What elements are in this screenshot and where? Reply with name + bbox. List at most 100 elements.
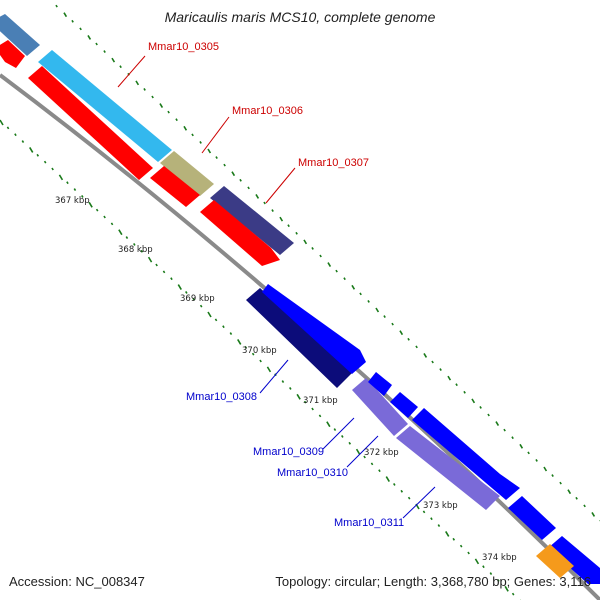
- gc-dot: [415, 345, 418, 349]
- gc-dot: [437, 524, 441, 527]
- gc-dot: [511, 436, 514, 440]
- gc-dot: [271, 209, 274, 212]
- gene-mmar10-0305-forward: [38, 50, 172, 162]
- gc-dot: [327, 262, 332, 267]
- gene-mmar10-0308-forward: [246, 288, 353, 388]
- tick-label-372: 372 kbp: [364, 448, 399, 458]
- gc-dot: [111, 57, 116, 63]
- gc-dot: [367, 300, 370, 303]
- tick-label-368: 368 kbp: [118, 245, 153, 255]
- gc-dot: [125, 236, 129, 239]
- gc-dot: [244, 345, 248, 349]
- gc-dot: [103, 215, 106, 219]
- gc-dot: [407, 337, 410, 341]
- gc-dot: [343, 277, 346, 281]
- gc-dot: [378, 469, 381, 473]
- gc-dot: [281, 380, 285, 383]
- gc-dot: [567, 489, 572, 495]
- gc-dot: [167, 110, 170, 114]
- tick-label-367: 367 kbp: [55, 196, 90, 206]
- gc-dot: [455, 383, 458, 387]
- gc-dot: [497, 579, 500, 582]
- gc-dot: [255, 194, 260, 199]
- gc-dot: [407, 496, 411, 500]
- gc-dot: [495, 421, 500, 426]
- gene-mmar10-0310-forward: [396, 426, 500, 510]
- gc-dot: [482, 565, 485, 569]
- gc-dot: [223, 163, 226, 167]
- gc-dot: [471, 398, 476, 404]
- gc-dot: [63, 12, 68, 18]
- gc-dot: [192, 297, 196, 301]
- gc-dot: [504, 585, 509, 592]
- gc-dot: [58, 174, 64, 181]
- pointer-mmar10-0307: [265, 167, 296, 204]
- gc-dot: [87, 35, 92, 40]
- gc-dot: [430, 517, 433, 521]
- gc-dot: [474, 558, 480, 565]
- tick-label-370: 370 kbp: [242, 346, 277, 356]
- gene-mmar10-0311-inner: [412, 408, 520, 500]
- gc-dot: [370, 462, 374, 466]
- gc-dot: [439, 368, 442, 371]
- gc-dot: [535, 459, 538, 462]
- gc-dot: [375, 307, 380, 313]
- pointer-mmar10-0311: [402, 486, 436, 519]
- gc-dot: [110, 222, 114, 226]
- gc-dot: [73, 188, 77, 191]
- gene-mmar10-0307-inner: [200, 200, 280, 266]
- gene-mmar10-0309-forward: [352, 378, 408, 436]
- gene-mmar10-0304-inner: [0, 40, 25, 68]
- gc-dot: [66, 181, 69, 185]
- gc-dot: [36, 153, 40, 157]
- gc-dot: [447, 375, 452, 381]
- gc-dot: [6, 126, 10, 130]
- gc-dot: [29, 147, 34, 153]
- gene-mmar10-0306-inner: [150, 166, 200, 207]
- gene-mmar10-0308-inner: [262, 284, 366, 374]
- gc-dot: [519, 443, 524, 449]
- gc-dot: [95, 42, 98, 46]
- gc-dot: [319, 254, 322, 258]
- gc-dot: [385, 476, 390, 482]
- gc-dot: [348, 441, 352, 445]
- gc-dot: [88, 201, 93, 208]
- gc-dot: [263, 201, 266, 205]
- gc-dot: [155, 263, 158, 267]
- gc-dot: [351, 284, 356, 290]
- gc-dot: [147, 256, 153, 263]
- gc-dot: [467, 551, 470, 555]
- gene-label-mmar10-0311: Mmar10_0311: [334, 517, 404, 529]
- gc-dot: [266, 366, 272, 373]
- gc-dot: [239, 178, 242, 182]
- gc-dot: [445, 531, 450, 537]
- gc-dot: [199, 304, 203, 308]
- pointer-mmar10-0308: [259, 359, 289, 394]
- gene-label-mmar10-0305: Mmar10_0305: [148, 41, 219, 53]
- gc-dot: [296, 393, 301, 400]
- gene-mmar10-0310-inner: [390, 392, 418, 418]
- gc-dot: [95, 208, 99, 212]
- gene-mmar10-0307-forward: [210, 186, 294, 255]
- gc-dot: [431, 360, 434, 364]
- gc-dot: [543, 466, 548, 472]
- gc-dot: [43, 160, 47, 164]
- gene-mmar10-0312-inner: [508, 496, 556, 540]
- gc-dot: [191, 133, 194, 137]
- map-title: Maricaulis maris MCS10, complete genome: [164, 9, 436, 25]
- gc-dot: [311, 407, 314, 411]
- gc-dot: [575, 496, 578, 500]
- tick-label-374: 374 kbp: [482, 553, 517, 563]
- gc-dot: [303, 239, 308, 245]
- gc-dot: [511, 592, 515, 596]
- gc-dot: [135, 80, 140, 86]
- gene-label-mmar10-0307: Mmar10_0307: [298, 157, 369, 169]
- gc-dot: [175, 118, 178, 122]
- gc-dot: [551, 474, 554, 477]
- gene-mmar10-0304-forward: [0, 14, 40, 56]
- pointer-mmar10-0305: [117, 55, 146, 88]
- gc-dot: [159, 103, 164, 108]
- gc-dot: [118, 229, 123, 236]
